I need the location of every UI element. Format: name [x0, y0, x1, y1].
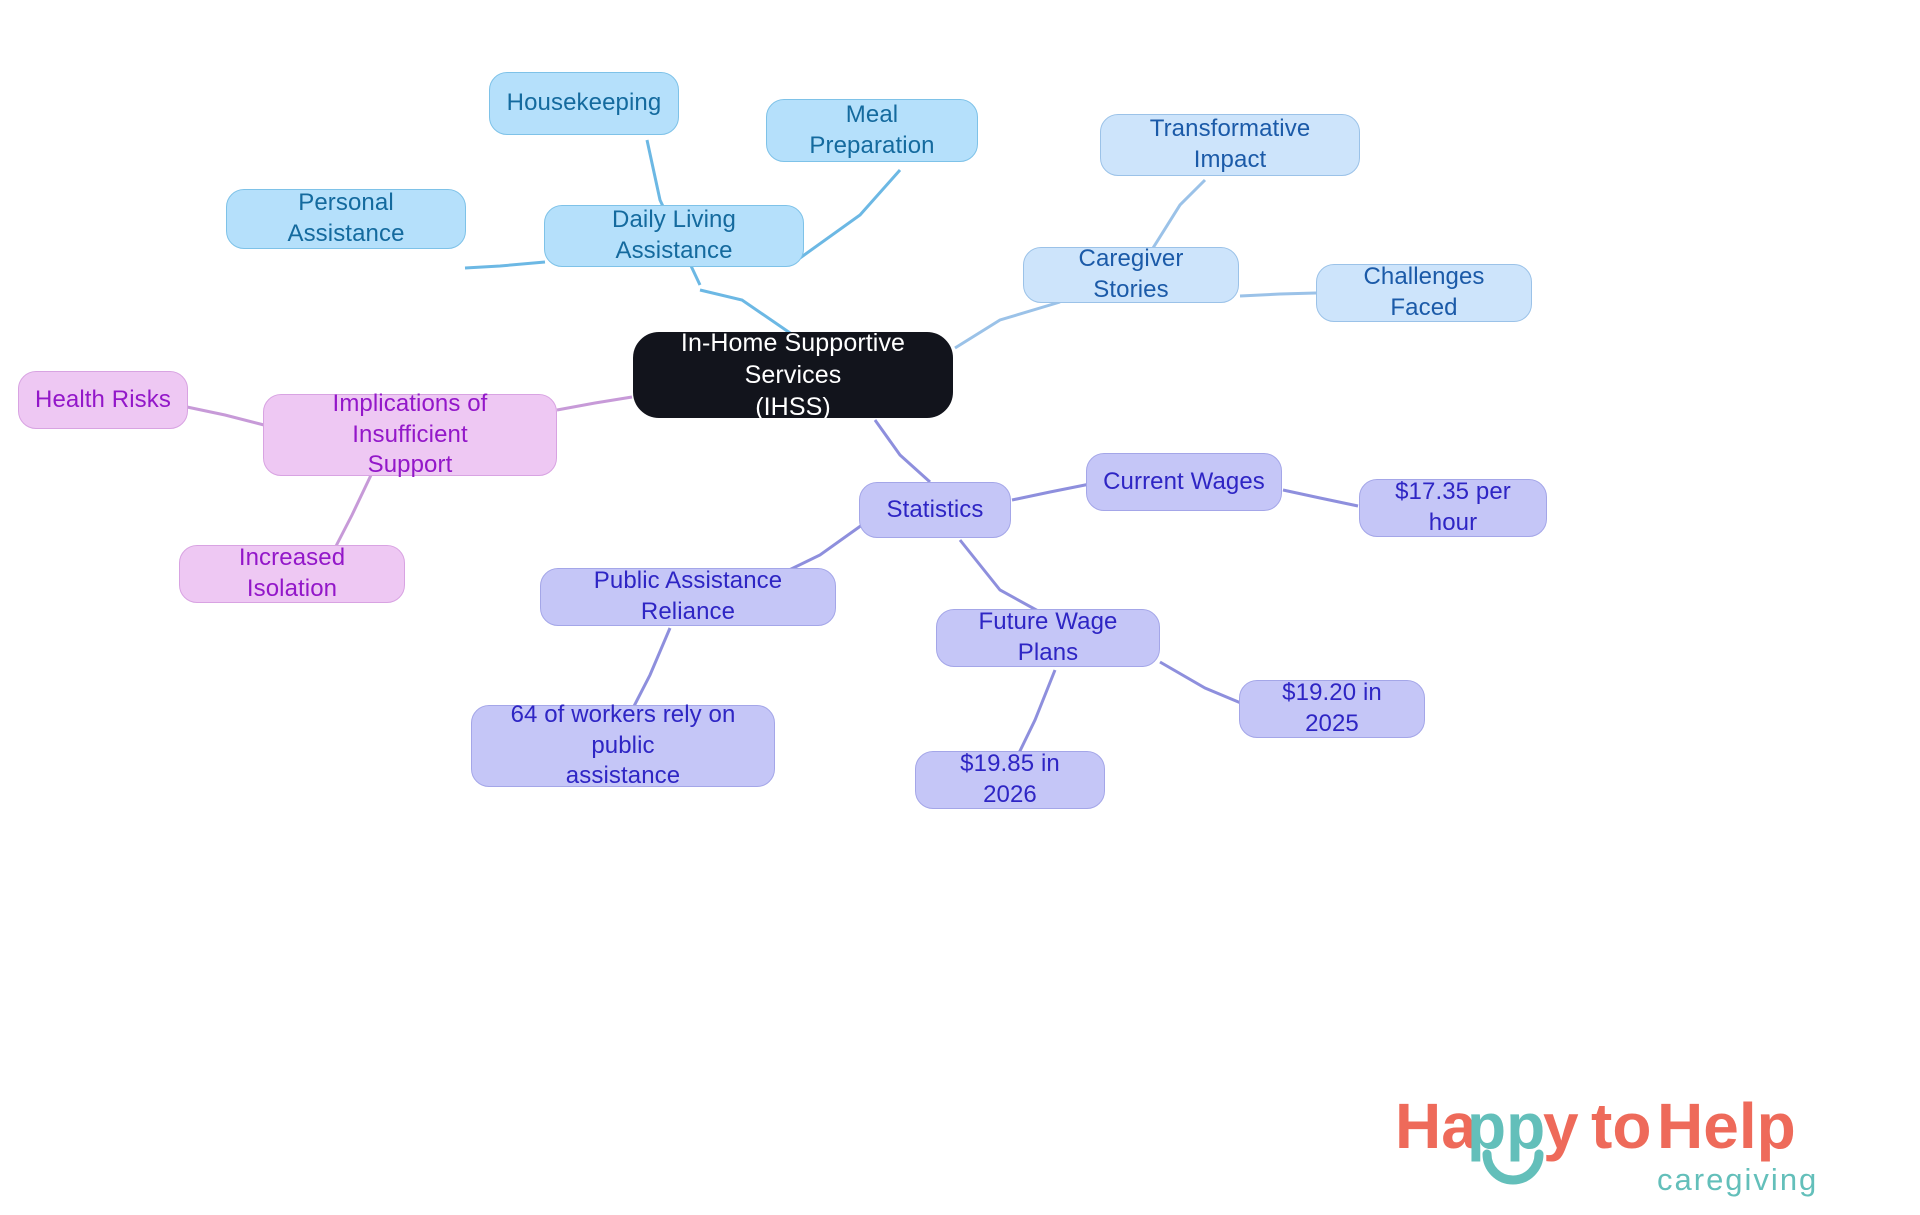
edge-implications-isolation: [333, 472, 374, 549]
edge-root-implications: [556, 395, 633, 412]
node-wage-current-label: $17.35 per hour: [1395, 478, 1511, 536]
node-daily-living-assistance-label: Daily Living Assistance: [612, 206, 736, 264]
node-wage-2025[interactable]: $19.20 in 2025: [1239, 679, 1425, 738]
edge-future-wage-2026: [1016, 669, 1057, 756]
node-public-assistance-reliance[interactable]: Public Assistance Reliance: [540, 567, 836, 626]
node-public-assistance-reliance-label: Public Assistance Reliance: [593, 567, 783, 625]
node-public-assistance-stat-line1: 64 of workers rely on public: [510, 700, 736, 759]
logo-word-help: Help: [1657, 1090, 1796, 1162]
node-housekeeping[interactable]: Housekeeping: [489, 72, 679, 135]
node-current-wages-label: Current Wages: [1103, 467, 1265, 495]
node-health-risks[interactable]: Health Risks: [18, 371, 188, 429]
edge-future-wage-2025: [1159, 660, 1249, 708]
node-increased-isolation-label: Increased Isolation: [238, 544, 346, 602]
edge-daily-meal: [799, 169, 902, 260]
logo-word-to: to: [1591, 1090, 1651, 1162]
node-statistics-label: Statistics: [886, 495, 984, 523]
logo-tagline: caregiving: [1657, 1162, 1818, 1197]
edge-public-assistance-stat: [630, 627, 672, 711]
edge-caregiver-challenges: [1239, 291, 1317, 298]
node-challenges-faced-label: Challenges Faced: [1363, 263, 1485, 321]
logo-smile-icon: [1482, 1149, 1544, 1185]
edge-statistics-current-wages: [1011, 482, 1091, 502]
node-public-assistance-stat[interactable]: 64 of workers rely on public assistance: [471, 701, 775, 789]
node-transformative-impact-label: Transformative Impact: [1149, 115, 1311, 173]
edge-root-caregiver: [954, 300, 1061, 350]
node-implications[interactable]: Implications of Insufficient Support: [263, 390, 557, 478]
logo-word-happy-mid: pp: [1467, 1090, 1545, 1162]
node-caregiver-stories[interactable]: Caregiver Stories: [1023, 245, 1239, 303]
node-future-wage-plans-label: Future Wage Plans: [978, 608, 1118, 666]
node-statistics[interactable]: Statistics: [859, 482, 1011, 538]
node-increased-isolation[interactable]: Increased Isolation: [179, 544, 405, 603]
edge-implications-health-risks: [186, 405, 265, 427]
node-future-wage-plans[interactable]: Future Wage Plans: [936, 608, 1160, 667]
node-implications-line1: Implications of Insufficient: [332, 389, 488, 448]
happy-to-help-logo: Ha pp y to Help caregiving: [1395, 1090, 1865, 1200]
node-wage-2026[interactable]: $19.85 in 2026: [915, 750, 1105, 809]
node-meal-preparation-label: Meal Preparation: [809, 100, 935, 159]
node-public-assistance-stat-line2: assistance: [565, 762, 681, 790]
edge-statistics-future-wage: [958, 539, 1041, 614]
node-challenges-faced[interactable]: Challenges Faced: [1316, 263, 1532, 322]
node-root[interactable]: In-Home Supportive Services (IHSS): [633, 329, 953, 421]
edge-current-wages-amount: [1282, 488, 1359, 508]
logo-word-happy-suffix: y: [1543, 1090, 1579, 1162]
edge-caregiver-transformative: [1151, 178, 1207, 249]
node-wage-current[interactable]: $17.35 per hour: [1359, 478, 1547, 537]
node-wage-2026-label: $19.85 in 2026: [960, 750, 1060, 808]
node-housekeeping-label: Housekeeping: [506, 89, 662, 117]
logo-word-happy-prefix: Ha: [1395, 1090, 1477, 1162]
edge-statistics-public-assistance: [784, 523, 863, 574]
node-daily-living-assistance[interactable]: Daily Living Assistance: [544, 205, 804, 267]
node-meal-preparation[interactable]: Meal Preparation: [766, 99, 978, 162]
node-personal-assistance[interactable]: Personal Assistance: [226, 189, 466, 249]
node-wage-2025-label: $19.20 in 2025: [1282, 679, 1382, 737]
node-current-wages[interactable]: Current Wages: [1086, 453, 1282, 511]
edge-root-statistics: [873, 419, 932, 484]
node-caregiver-stories-label: Caregiver Stories: [1078, 245, 1184, 303]
node-root-line2: (IHSS): [755, 393, 831, 421]
edge-daily-personal: [464, 260, 546, 270]
node-implications-line2: Support: [367, 451, 453, 479]
node-root-line1: In-Home Supportive Services: [680, 329, 906, 389]
node-transformative-impact[interactable]: Transformative Impact: [1100, 114, 1360, 176]
node-personal-assistance-label: Personal Assistance: [287, 189, 405, 247]
node-health-risks-label: Health Risks: [35, 385, 171, 413]
